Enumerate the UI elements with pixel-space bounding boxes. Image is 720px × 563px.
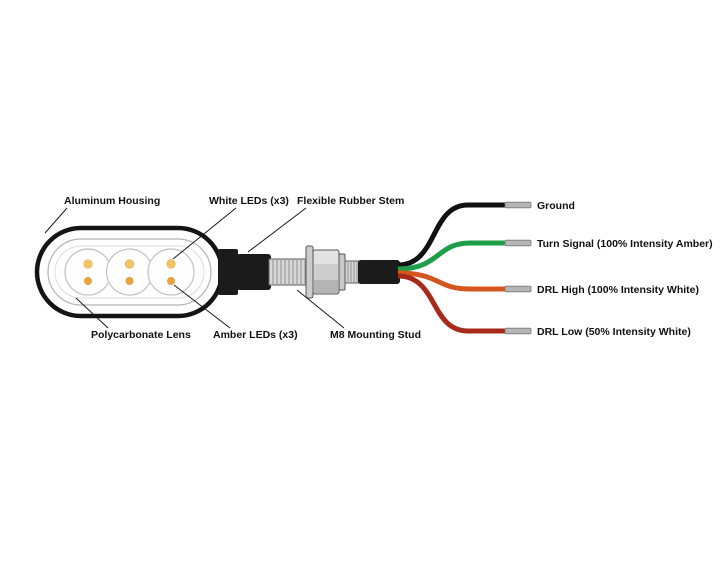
wire-turn-signal-label: Turn Signal (100% Intensity Amber) — [537, 238, 713, 250]
thread-lines — [272, 260, 306, 284]
leader-line — [247, 207, 307, 253]
leader-line — [296, 289, 345, 329]
lens-inner-line — [54, 245, 205, 299]
amber-leds — [84, 277, 175, 285]
wire-ground: Ground — [397, 200, 575, 268]
wire-ground-tip — [504, 201, 532, 209]
led-optics — [64, 248, 195, 296]
light-housing — [34, 225, 225, 319]
white-led-icon — [83, 259, 93, 269]
led-optic — [64, 248, 112, 296]
aluminum-housing-label: Aluminum Housing — [64, 195, 160, 207]
white-leds-label: White LEDs (x3) — [209, 195, 289, 207]
polycarbonate-lens-outline — [47, 238, 212, 306]
leader-line — [44, 207, 68, 234]
wire-turn-signal: Turn Signal (100% Intensity Amber) — [397, 238, 713, 272]
label-white-leds: White LEDs (x3) — [172, 195, 289, 260]
led-optic — [147, 248, 195, 296]
label-polycarbonate-lens: Polycarbonate Lens — [75, 297, 191, 341]
rubber-stem-body — [236, 254, 271, 290]
wire-drl-low-line — [397, 273, 505, 334]
label-m8-mounting-stud: M8 Mounting Stud — [296, 289, 421, 341]
polycarbonate-lens-label: Polycarbonate Lens — [91, 329, 191, 341]
wire-drl-low-label: DRL Low (50% Intensity White) — [537, 326, 691, 338]
wires: Ground Turn Signal (100% Intensity Amber… — [397, 200, 713, 338]
flange-washer — [305, 245, 314, 299]
thread-lines — [347, 262, 358, 282]
amber-led-icon — [125, 277, 134, 285]
white-led-icon — [125, 259, 135, 269]
hex-nut-facet — [314, 264, 338, 280]
hex-nut-assembly — [305, 245, 346, 299]
led-optic — [105, 248, 154, 296]
label-aluminum-housing: Aluminum Housing — [44, 195, 160, 234]
wire-drl-low-tip — [504, 327, 532, 335]
wire-drl-low: DRL Low (50% Intensity White) — [397, 273, 691, 338]
wire-ground-line — [397, 202, 505, 268]
threaded-stud — [268, 258, 308, 286]
back-washer — [338, 253, 346, 291]
wire-drl-high-label: DRL High (100% Intensity White) — [537, 284, 699, 296]
wire-drl-high: DRL High (100% Intensity White) — [397, 270, 699, 296]
rubber-stem — [218, 249, 271, 295]
label-flexible-rubber-stem: Flexible Rubber Stem — [247, 195, 404, 253]
wire-turn-signal-line — [397, 240, 505, 272]
amber-led-icon — [167, 277, 175, 285]
stud-threads-right — [344, 260, 360, 284]
label-amber-leds: Amber LEDs (x3) — [173, 284, 298, 341]
flexible-rubber-stem-label: Flexible Rubber Stem — [297, 195, 404, 207]
wire-drl-high-line — [397, 270, 505, 292]
hex-nut-facet — [314, 280, 338, 293]
wire-turn-signal-tip — [504, 239, 532, 247]
wire-sleeve — [358, 260, 400, 284]
white-leds — [83, 259, 176, 269]
wire-ground-label: Ground — [537, 200, 575, 212]
amber-leds-label: Amber LEDs (x3) — [213, 329, 298, 341]
amber-led-icon — [84, 277, 92, 285]
rubber-stem-collar — [218, 249, 238, 295]
leader-line — [173, 284, 231, 329]
part-labels: Aluminum Housing White LEDs (x3) Flexibl… — [44, 195, 421, 341]
leader-line — [172, 207, 237, 260]
leader-line — [75, 297, 109, 329]
white-led-icon — [166, 259, 176, 269]
wire-drl-high-tip — [504, 285, 532, 293]
m8-mounting-stud-label: M8 Mounting Stud — [330, 329, 421, 341]
